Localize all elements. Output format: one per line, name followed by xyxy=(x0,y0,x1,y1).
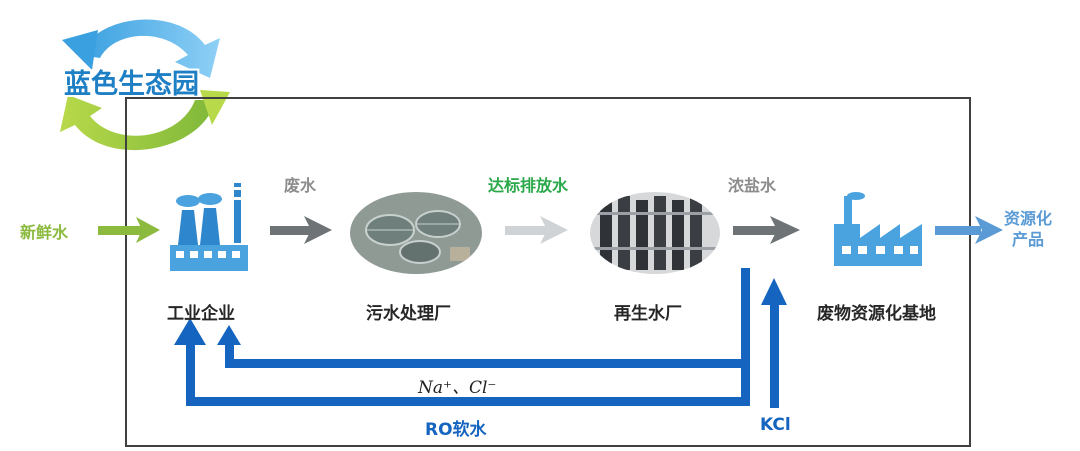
sewage-plant-label: 污水处理厂 xyxy=(366,304,451,324)
resource-product-label: 资源化 产品 xyxy=(1004,209,1053,249)
recycled-plant-label: 再生水厂 xyxy=(614,304,682,324)
kcl-arrow xyxy=(761,278,787,408)
factory-icon xyxy=(170,183,248,271)
kcl-label: KCl xyxy=(760,415,791,435)
waste-resource-base-label: 废物资源化基地 xyxy=(817,304,936,324)
recycled-plant-image xyxy=(590,192,720,274)
fresh-water-label: 新鲜水 xyxy=(20,223,69,242)
system-boundary-frame xyxy=(125,97,971,447)
discharge-arrow xyxy=(505,216,568,244)
fresh-water-arrow xyxy=(98,217,160,243)
brine-arrow xyxy=(733,216,800,244)
brine-label: 浓盐水 xyxy=(728,176,777,195)
ions-label: Na⁺、Cl⁻ xyxy=(418,378,497,398)
sewage-plant-photo xyxy=(350,192,482,274)
ro-water-return-loop xyxy=(174,318,750,406)
ro-water-label: RO软水 xyxy=(425,420,487,440)
ion-return-loop xyxy=(217,268,750,368)
sewage-plant-image xyxy=(350,192,482,274)
waste-water-arrow xyxy=(270,216,332,244)
industrial-enterprise-label: 工业企业 xyxy=(167,304,235,324)
discharge-label: 达标排放水 xyxy=(488,176,569,195)
recycled-plant-photo xyxy=(590,192,720,274)
logo-title: 蓝色生态园 xyxy=(64,69,199,100)
resource-product-arrow xyxy=(935,216,1003,244)
waste-water-label: 废水 xyxy=(284,176,317,195)
resource-base-icon xyxy=(834,192,922,266)
